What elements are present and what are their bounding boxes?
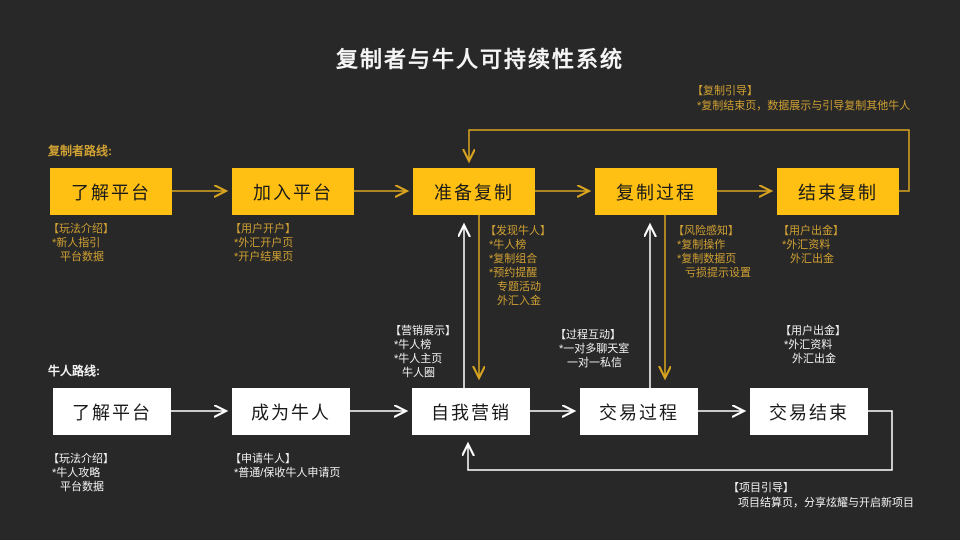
note-expert-marketing-display: 【营销展示】 *牛人榜 *牛人主页 牛人圈 xyxy=(390,325,456,379)
flow-box-expert-trade-process: 交易过程 xyxy=(580,388,698,435)
note-expert-loop-guide: 【项目引导】 项目结算页，分享炫耀与开启新项目 xyxy=(728,482,914,509)
note-copier-discover-experts: 【发现牛人】 *牛人榜 *复制组合 *预约提醒 专题活动 外汇入金 xyxy=(485,225,551,307)
arrow-copier-loopback xyxy=(469,129,910,192)
arrow-expert-loopback xyxy=(468,410,893,471)
flow-box-expert-trade-end: 交易结束 xyxy=(750,388,868,435)
flow-box-copier-copy-process: 复制过程 xyxy=(595,168,717,215)
flow-box-copier-prepare-copy: 准备复制 xyxy=(413,168,535,215)
note-copier-risk-awareness: 【风险感知】 *复制操作 *复制数据页 亏损提示设置 xyxy=(673,225,751,279)
flow-box-copier-end-copy: 结束复制 xyxy=(777,168,899,215)
copier-route-label: 复制者路线: xyxy=(48,144,112,158)
note-copier-loop-guide: 【复制引导】 *复制结束页，数据展示与引导复制其他牛人 xyxy=(692,85,911,112)
flow-box-copier-join-platform: 加入平台 xyxy=(232,168,354,215)
expert-route-label: 牛人路线: xyxy=(48,364,100,378)
flow-box-expert-self-marketing: 自我营销 xyxy=(412,388,530,435)
diagram-title: 复制者与牛人可持续性系统 xyxy=(335,47,624,72)
flow-box-expert-learn-platform: 了解平台 xyxy=(53,388,171,435)
note-copier-account-opening: 【用户开户】 *外汇开户页 *开户结果页 xyxy=(230,223,296,263)
note-copier-gameplay-intro: 【玩法介绍】 *新人指引 平台数据 xyxy=(48,223,114,263)
note-expert-gameplay-intro: 【玩法介绍】 *牛人攻略 平台数据 xyxy=(48,453,114,493)
note-expert-process-interaction: 【过程互动】 *一对多聊天室 一对一私信 xyxy=(555,329,630,369)
note-expert-withdrawal: 【用户出金】 *外汇资料 外汇出金 xyxy=(780,325,846,365)
note-copier-withdrawal: 【用户出金】 *外汇资料 外汇出金 xyxy=(778,225,844,265)
flow-box-copier-learn-platform: 了解平台 xyxy=(50,168,172,215)
note-expert-application: 【申请牛人】 *普通/保收牛人申请页 xyxy=(230,453,341,479)
flow-box-expert-become-expert: 成为牛人 xyxy=(232,388,350,435)
